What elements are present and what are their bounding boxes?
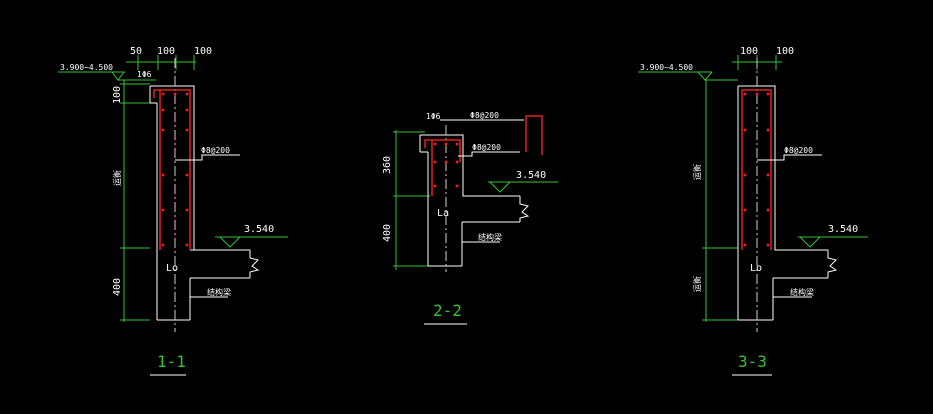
top-dimension-line xyxy=(126,55,196,70)
side-label-2: 运衡 xyxy=(692,276,702,292)
break-symbol xyxy=(519,196,530,222)
rebar-dots xyxy=(433,142,459,188)
elevation-marker xyxy=(488,181,558,193)
stirrup-leader xyxy=(175,154,240,161)
beam-label: 结构梁 xyxy=(478,232,502,242)
elevation-marker xyxy=(215,236,288,248)
parapet-outline xyxy=(737,85,828,321)
stirrup-leaders xyxy=(440,119,524,157)
dim-100: 100 xyxy=(112,86,123,104)
section-1-1: 50 100 100 3.900~4.500 1Φ6 100 运衡 400 xyxy=(58,46,288,376)
section-title: 2-2 xyxy=(433,301,462,320)
dim-top-2: 100 xyxy=(776,46,794,57)
beam-label: 结构梁 xyxy=(207,287,231,297)
rebar-dots xyxy=(743,92,770,247)
section-3-3: 100 100 3.900~4.500 运衡 运衡 xyxy=(638,46,868,376)
elevation-label: 3.540 xyxy=(516,170,546,181)
elevation-marker xyxy=(798,236,868,248)
dim-360: 360 xyxy=(382,156,393,174)
dim-400: 400 xyxy=(382,224,393,242)
elevation-label: 3.540 xyxy=(244,224,274,235)
left-dimension-line xyxy=(702,80,738,322)
dim-top-2: 100 xyxy=(157,46,175,57)
rebar xyxy=(741,89,772,250)
parapet-outline xyxy=(149,85,250,321)
section-title: 3-3 xyxy=(738,352,767,371)
stirrup-leader xyxy=(757,154,822,161)
rebar xyxy=(424,115,543,196)
dim-top-1: 100 xyxy=(740,46,758,57)
beam-label: 结构梁 xyxy=(790,287,814,297)
left-dimension-line xyxy=(120,80,150,322)
lo-label: Lo xyxy=(750,263,762,274)
side-label: 运衡 xyxy=(112,170,122,186)
elevation-label: 3.540 xyxy=(828,224,858,235)
parapet-outline xyxy=(419,134,520,267)
left-dimension-line xyxy=(393,130,430,270)
section-title: 1-1 xyxy=(157,352,186,371)
stirrup-label: Φ8@200 xyxy=(201,146,230,155)
top-bar-label: 1Φ6 xyxy=(426,112,441,121)
dim-400: 400 xyxy=(112,278,123,296)
elevation-marker-top xyxy=(638,71,738,81)
section-2-2: 360 400 1Φ6 Φ8@200 xyxy=(382,111,558,325)
rebar-dots xyxy=(161,92,189,247)
dim-top-3: 100 xyxy=(194,46,212,57)
dim-top-1: 50 xyxy=(130,46,142,57)
stirrup-label-2: Φ8@200 xyxy=(472,143,501,152)
break-symbol xyxy=(249,250,260,278)
stirrup-label: Φ8@200 xyxy=(784,146,813,155)
break-symbol xyxy=(827,250,838,278)
stirrup-label-1: Φ8@200 xyxy=(470,111,499,120)
la-label: La xyxy=(437,208,449,219)
top-bar-label: 1Φ6 xyxy=(137,70,152,79)
elevation-range: 3.900~4.500 xyxy=(640,63,693,72)
side-label-1: 运衡 xyxy=(692,164,702,180)
lo-label: Lo xyxy=(166,263,178,274)
elevation-range: 3.900~4.500 xyxy=(60,63,113,72)
rebar xyxy=(153,89,191,250)
